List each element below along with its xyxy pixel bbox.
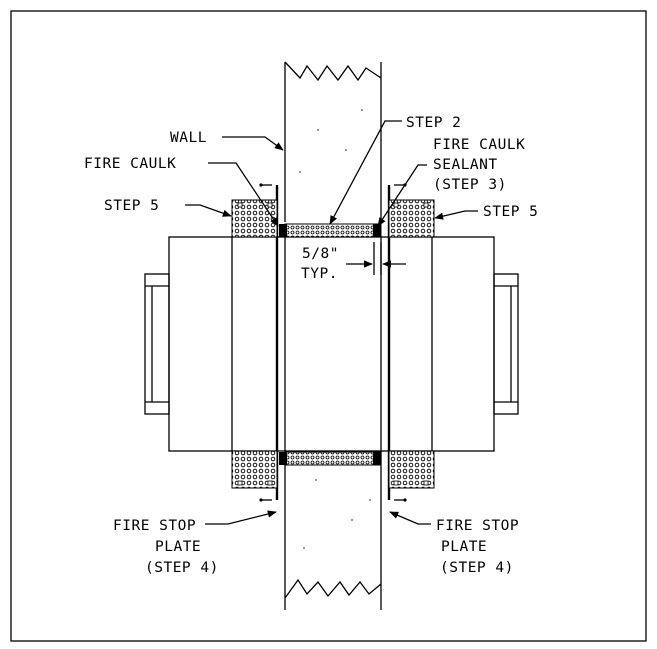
label-gap-dimension: 5/8" [302, 246, 339, 262]
label-gap-typ: TYP. [301, 266, 338, 282]
leader-lines [185, 120, 478, 525]
label-fire-stop-right-3: (STEP 4) [440, 560, 514, 576]
fire-caulk-beads [279, 224, 381, 465]
step5-insulation [231, 199, 435, 489]
label-fire-caulk-sealant-2: SEALANT [433, 157, 498, 173]
wall [284, 61, 382, 610]
label-fire-stop-left-3: (STEP 4) [145, 560, 219, 576]
page-border [10, 10, 647, 642]
gap-dimension [346, 242, 406, 275]
label-step2: STEP 2 [406, 115, 461, 131]
label-fire-caulk-left: FIRE CAULK [84, 156, 176, 172]
label-fire-stop-left-1: FIRE STOP [113, 518, 196, 534]
label-fire-stop-right-2: PLATE [441, 539, 487, 555]
label-fire-stop-right-1: FIRE STOP [436, 518, 519, 534]
label-fire-caulk-sealant-3: (STEP 3) [433, 177, 507, 193]
label-wall: WALL [170, 130, 207, 146]
label-fire-stop-left-2: PLATE [155, 539, 201, 555]
label-step5-right: STEP 5 [483, 204, 538, 220]
label-step5-left: STEP 5 [104, 198, 159, 214]
label-fire-caulk-sealant-1: FIRE CAULK [433, 137, 525, 153]
